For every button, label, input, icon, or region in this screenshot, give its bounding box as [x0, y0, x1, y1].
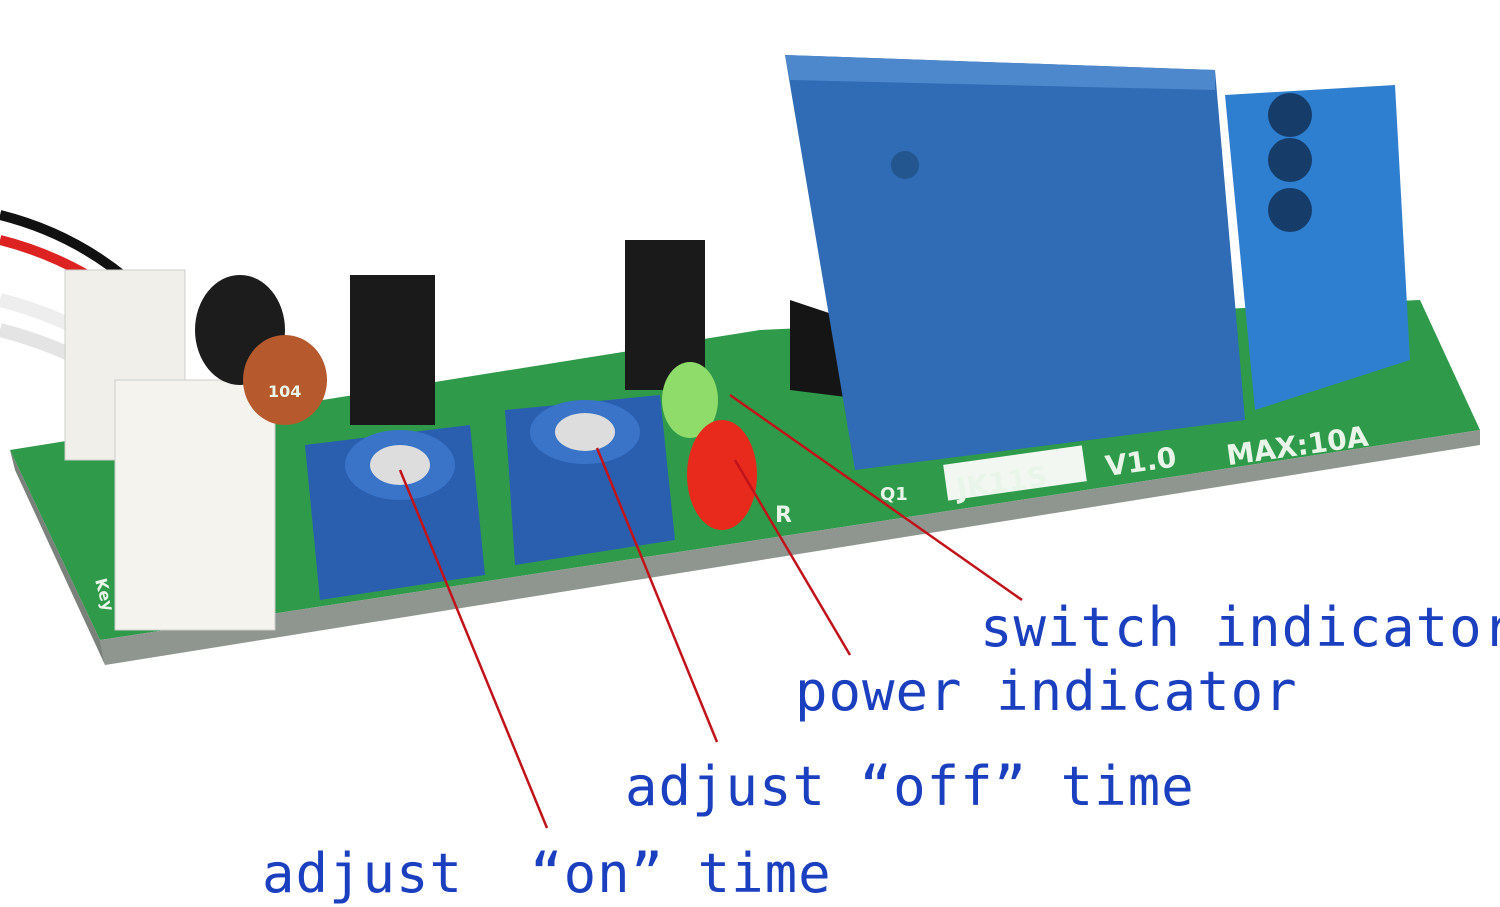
- jst-connectors: [64, 269, 276, 631]
- transistor-marking: Q1: [880, 484, 908, 505]
- leader-lines: [398, 393, 1023, 829]
- capacitor-code: 104: [268, 382, 301, 401]
- ceramic-capacitor: [243, 335, 327, 425]
- switch-indicator-led: [662, 362, 718, 438]
- leader-power-indicator: [733, 459, 852, 656]
- potentiometer-off-time[interactable]: [505, 395, 675, 565]
- resistor-marking: R: [775, 503, 792, 528]
- jumper-1[interactable]: [350, 275, 435, 425]
- leader-adjust-off: [595, 447, 719, 743]
- model-label-box: [943, 445, 1087, 501]
- potentiometer-on-time[interactable]: [305, 425, 485, 600]
- power-indicator-label: power indicator: [795, 660, 1298, 723]
- adjust-on-time-label: adjust “on” time: [262, 842, 832, 905]
- power-indicator-led: [687, 420, 757, 530]
- terminal-block: [1225, 85, 1410, 410]
- switch-indicator-label: switch indicator: [980, 596, 1500, 659]
- leader-switch-indicator: [729, 393, 1023, 602]
- adjust-off-time-label: adjust “off” time: [625, 755, 1195, 818]
- relay: [785, 55, 1245, 470]
- leader-adjust-on: [398, 469, 549, 829]
